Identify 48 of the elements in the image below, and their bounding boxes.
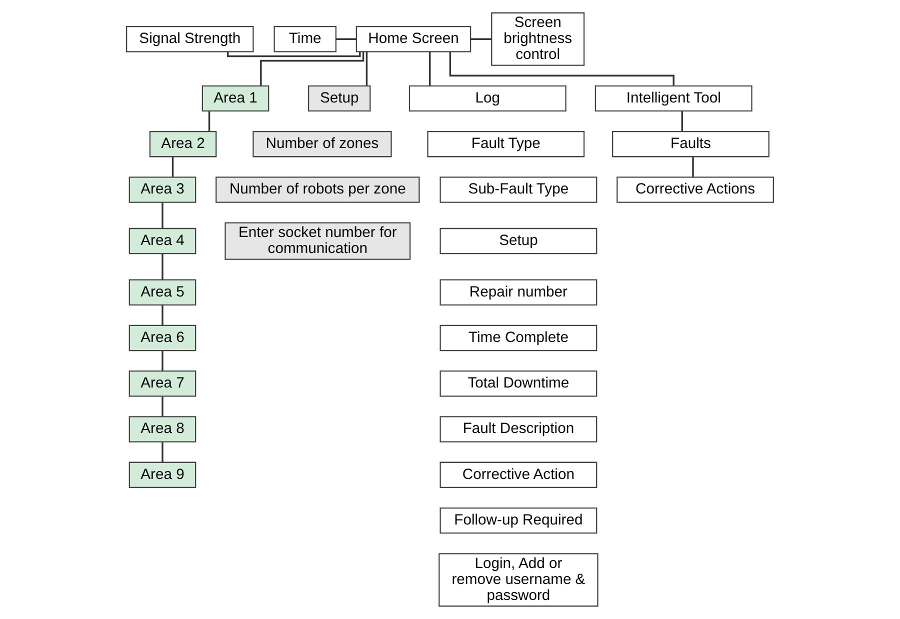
- node-box: Sub-Fault Type: [440, 176, 598, 203]
- connector: [162, 254, 164, 280]
- node-box: Log: [408, 85, 566, 112]
- node-box: Fault Type: [427, 130, 585, 158]
- connector: [260, 52, 364, 86]
- node-box: Fault Description: [440, 416, 598, 442]
- connector: [449, 52, 674, 86]
- node-box: Number of zones: [252, 130, 392, 158]
- node-box: Area 3: [128, 176, 196, 203]
- connector: [162, 202, 164, 228]
- connector: [226, 52, 361, 58]
- connector: [208, 111, 210, 132]
- node-box: Total Downtime: [440, 370, 598, 397]
- node-box: Area 7: [128, 370, 196, 397]
- connector: [336, 38, 356, 40]
- node-box: Time Complete: [440, 324, 598, 352]
- connector: [470, 38, 492, 40]
- node-box: Screen brightness control: [491, 12, 585, 66]
- node-box: Repair number: [440, 279, 598, 306]
- node-box: Signal Strength: [126, 26, 254, 52]
- node-box: Area 5: [128, 279, 196, 306]
- node-box: Faults: [612, 130, 770, 158]
- node-box: Area 9: [128, 462, 196, 488]
- connector: [162, 396, 164, 416]
- connector: [681, 111, 684, 132]
- node-box: Corrective Action: [440, 462, 598, 488]
- node-box: Area 8: [128, 416, 196, 442]
- node-box: Area 4: [128, 228, 196, 254]
- node-box: Intelligent Tool: [594, 85, 752, 112]
- node-box: Area 2: [149, 130, 217, 158]
- node-box: Number of robots per zone: [216, 176, 420, 203]
- connector: [162, 442, 164, 462]
- connector: [428, 52, 431, 86]
- node-box: Setup: [440, 228, 598, 254]
- node-box: Follow-up Required: [440, 507, 598, 534]
- node-box: Home Screen: [356, 26, 472, 52]
- connector: [162, 350, 164, 371]
- connector: [366, 52, 368, 86]
- connector: [692, 157, 694, 177]
- node-box: Area 1: [202, 85, 270, 112]
- node-box: Area 6: [128, 324, 196, 352]
- node-box: Time: [274, 26, 336, 52]
- node-box: Setup: [308, 85, 371, 112]
- node-box: Corrective Actions: [616, 176, 774, 203]
- connector: [162, 305, 164, 326]
- node-box: Login, Add or remove username & password: [438, 553, 598, 607]
- node-box: Enter socket number for communication: [224, 222, 411, 260]
- connector: [172, 157, 174, 177]
